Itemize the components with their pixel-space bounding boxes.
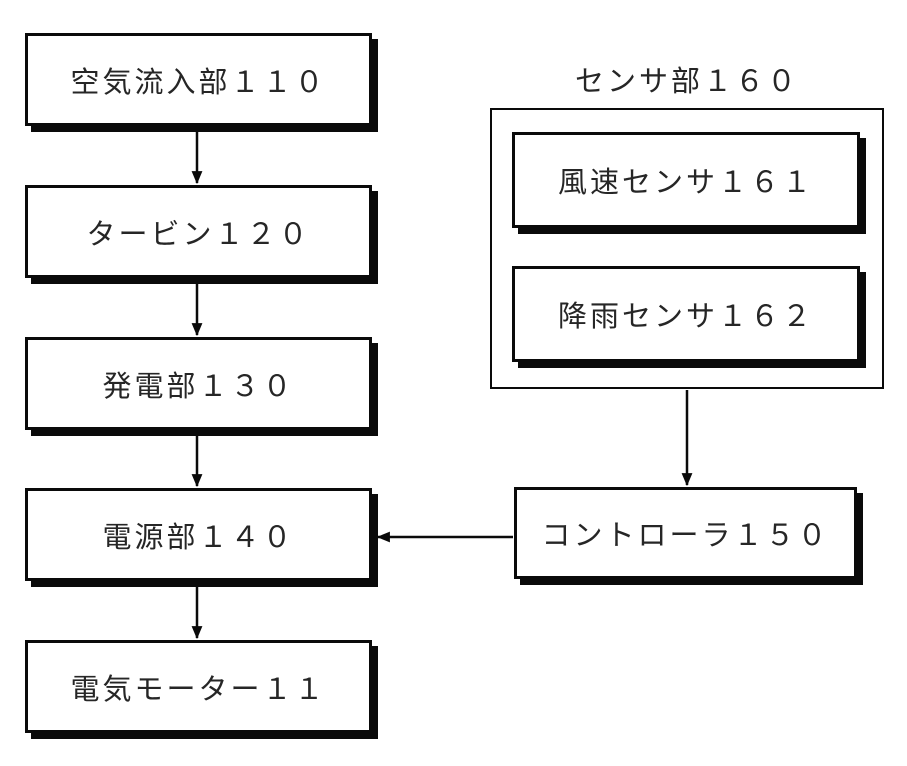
node-wind-speed-sensor: 風速センサ１６１ bbox=[512, 132, 860, 228]
node-power-supply: 電源部１４０ bbox=[25, 488, 372, 581]
node-power-supply-label: 電源部１４０ bbox=[102, 519, 295, 554]
node-controller-label: コントローラ１５０ bbox=[541, 518, 830, 552]
node-controller: コントローラ１５０ bbox=[514, 487, 857, 579]
node-power-generation-label: 発電部１３０ bbox=[102, 368, 295, 403]
node-air-inflow-label: 空気流入部１１０ bbox=[70, 64, 327, 99]
node-turbine-label: タービン１２０ bbox=[86, 216, 311, 251]
node-electric-motor: 電気モーター１１ bbox=[25, 640, 372, 733]
node-power-generation: 発電部１３０ bbox=[25, 337, 372, 430]
sensor-unit-group-label: センサ部１６０ bbox=[574, 64, 799, 98]
node-wind-speed-sensor-label: 風速センサ１６１ bbox=[557, 165, 814, 199]
node-turbine: タービン１２０ bbox=[25, 185, 372, 278]
node-air-inflow: 空気流入部１１０ bbox=[25, 33, 372, 126]
node-electric-motor-label: 電気モーター１１ bbox=[70, 671, 327, 706]
node-rain-sensor-label: 降雨センサ１６２ bbox=[557, 299, 814, 333]
node-rain-sensor: 降雨センサ１６２ bbox=[512, 266, 860, 362]
